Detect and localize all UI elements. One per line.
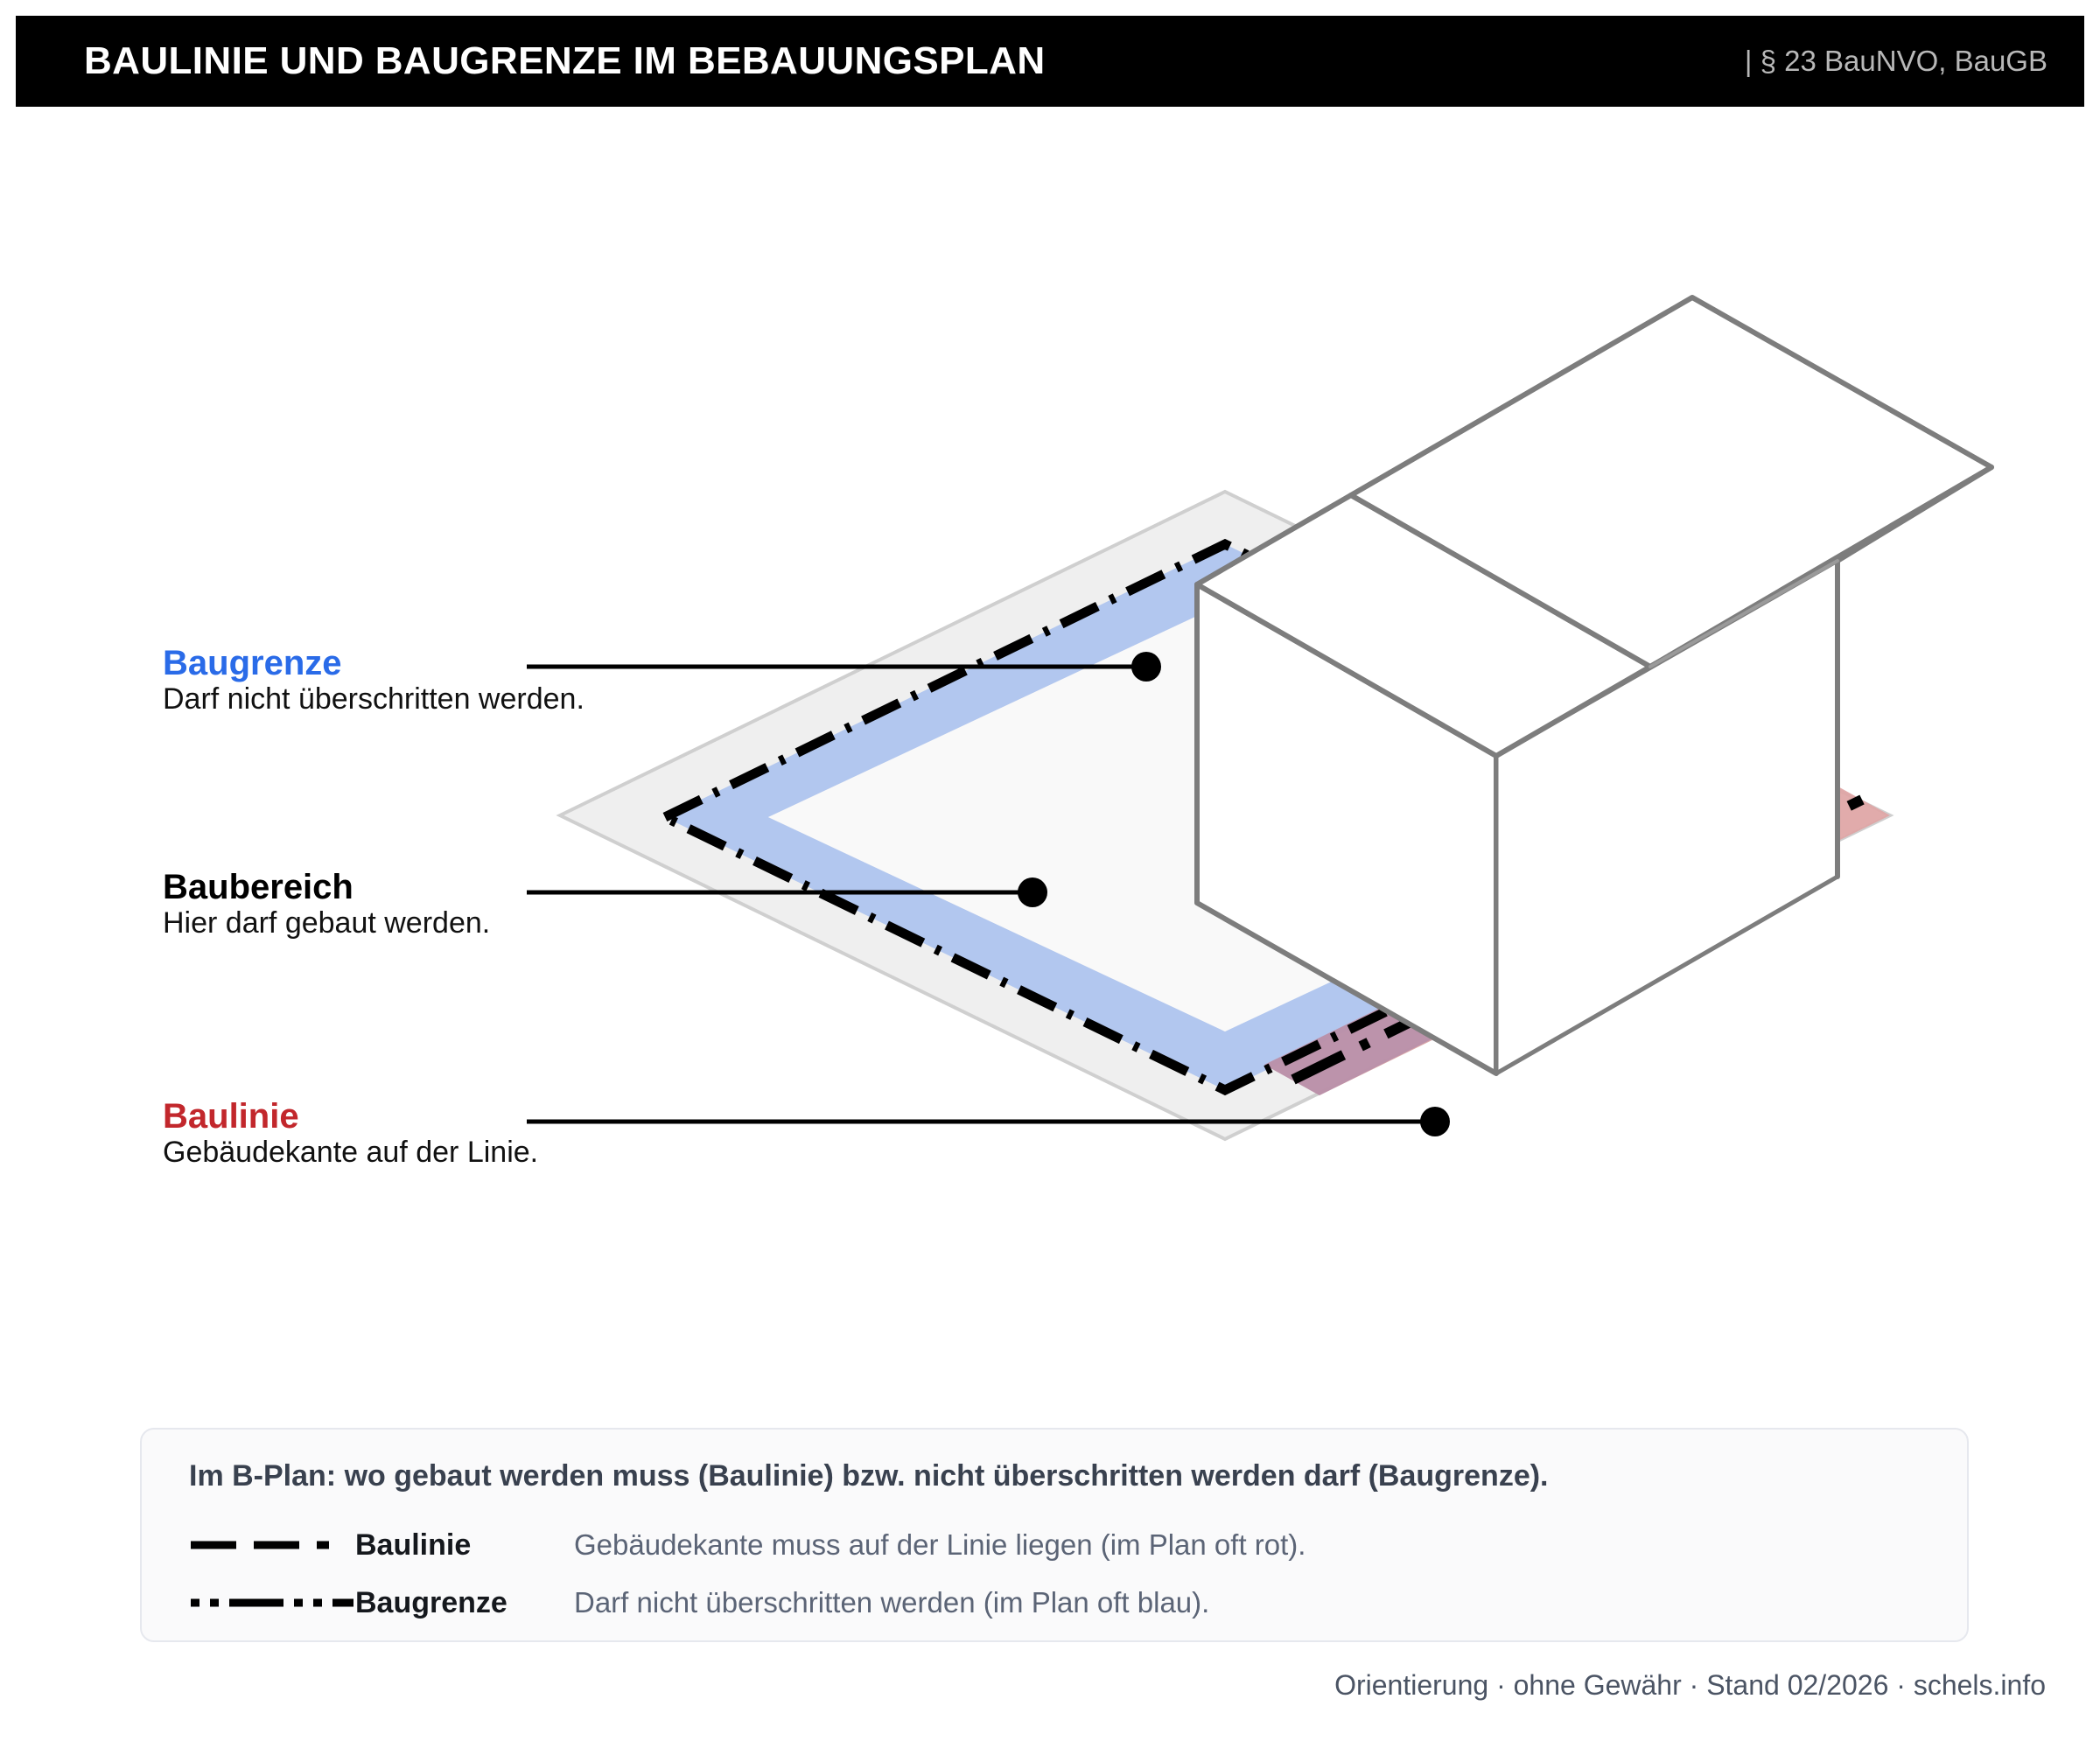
legend-term-baulinie: Baulinie bbox=[355, 1528, 472, 1562]
callout-baulinie-subtitle: Gebäudekante auf der Linie. bbox=[163, 1135, 539, 1169]
legend-row-baulinie: Baulinie Gebäudekante muss auf der Linie… bbox=[189, 1516, 1920, 1574]
diagram-canvas bbox=[0, 107, 2100, 1375]
house-gable-right bbox=[1648, 465, 1994, 879]
callout-baubereich-subtitle: Hier darf gebaut werden. bbox=[163, 905, 491, 940]
legend-swatch-baugrenze bbox=[189, 1590, 355, 1616]
page-title: BAULINIE UND BAUGRENZE IM BEBAUUNGSPLAN bbox=[84, 39, 1046, 82]
header-bar: BAULINIE UND BAUGRENZE IM BEBAUUNGSPLAN … bbox=[16, 16, 2084, 107]
legend-panel: Im B-Plan: wo gebaut werden muss (Baulin… bbox=[140, 1428, 1969, 1642]
dot-baugrenze bbox=[1131, 652, 1161, 682]
leader-dots bbox=[1018, 652, 1450, 1136]
isometric-plot-diagram bbox=[527, 295, 1994, 1142]
dot-baulinie bbox=[1420, 1107, 1450, 1136]
callout-baulinie-title: Baulinie bbox=[163, 1097, 299, 1136]
legend-headline: Im B-Plan: wo gebaut werden muss (Baulin… bbox=[189, 1459, 1549, 1493]
baugrenze-line bbox=[654, 538, 1796, 1096]
callout-baubereich: Baubereich Hier darf gebaut werden. bbox=[163, 870, 490, 940]
footer-note: Orientierung · ohne Gewähr · Stand 02/20… bbox=[1334, 1669, 2046, 1701]
legend-desc-baugrenze: Darf nicht überschritten werden (im Plan… bbox=[574, 1586, 1210, 1619]
callout-baulinie: Baulinie Gebäudekante auf der Linie. bbox=[163, 1099, 538, 1170]
legend-swatch-baulinie bbox=[189, 1532, 355, 1558]
callout-baugrenze: Baugrenze Darf nicht überschritten werde… bbox=[163, 646, 584, 717]
legal-reference: | § 23 BauNVO, BauGB bbox=[1744, 45, 2048, 77]
callout-baugrenze-title: Baugrenze bbox=[163, 644, 342, 682]
legend-term-baugrenze: Baugrenze bbox=[355, 1585, 508, 1619]
legend-desc-baulinie: Gebäudekante muss auf der Linie liegen (… bbox=[574, 1528, 1306, 1561]
dot-baubereich bbox=[1018, 877, 1047, 907]
callout-baubereich-title: Baubereich bbox=[163, 868, 354, 906]
callout-baugrenze-subtitle: Darf nicht überschritten werden. bbox=[163, 682, 584, 716]
house-eave-right bbox=[1648, 559, 1839, 668]
house bbox=[1194, 295, 1994, 1076]
legend-row-baugrenze: Baugrenze Darf nicht überschritten werde… bbox=[189, 1574, 1920, 1632]
leader-lines bbox=[527, 664, 1435, 1124]
